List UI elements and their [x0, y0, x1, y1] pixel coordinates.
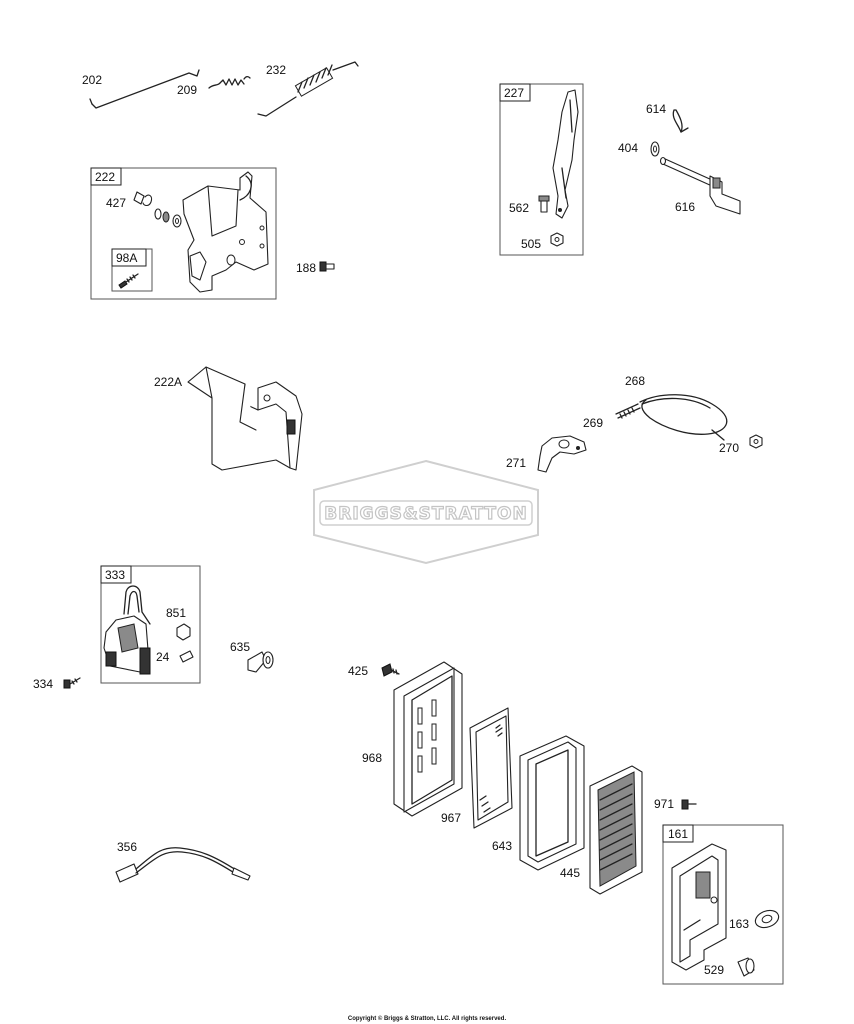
label-232: 232	[266, 63, 286, 77]
label-505: 505	[521, 237, 541, 251]
part-163-gasket[interactable]	[753, 907, 781, 930]
label-635: 635	[230, 640, 250, 654]
group-333-box	[100, 565, 201, 684]
part-968-cover[interactable]	[393, 661, 463, 817]
label-163: 163	[729, 917, 749, 931]
group-222-tag	[90, 167, 122, 186]
part-971-screw[interactable]	[681, 799, 697, 810]
label-161: 161	[668, 827, 688, 841]
group-161-box	[662, 824, 784, 985]
group-222-box	[90, 167, 277, 300]
label-188: 188	[296, 261, 316, 275]
label-202: 202	[82, 73, 102, 87]
brand-watermark: BRIGGS&STRATTON	[313, 459, 539, 565]
part-616-shaft[interactable]	[659, 156, 741, 215]
part-404-washer[interactable]	[650, 141, 660, 157]
label-24: 24	[156, 650, 170, 664]
part-614-cotter-pin[interactable]	[672, 109, 689, 133]
part-270-nut[interactable]	[749, 434, 763, 449]
label-334: 334	[33, 677, 53, 691]
label-616: 616	[675, 200, 695, 214]
part-643-frame[interactable]	[519, 735, 585, 871]
part-222-washers[interactable]	[154, 208, 182, 228]
part-334-screw[interactable]	[63, 677, 81, 689]
part-356-wire[interactable]	[115, 847, 251, 883]
label-222a: 222A	[154, 375, 182, 389]
part-202-link-rod[interactable]	[89, 69, 200, 109]
part-232-spring[interactable]	[257, 61, 359, 117]
label-971: 971	[654, 797, 674, 811]
part-222a-bracket[interactable]	[187, 366, 303, 471]
group-333-tag	[100, 565, 132, 584]
part-333-ignition-armature[interactable]	[103, 585, 151, 675]
label-270: 270	[719, 441, 739, 455]
label-271: 271	[506, 456, 526, 470]
label-427: 427	[106, 196, 126, 210]
part-161-base[interactable]	[671, 843, 727, 971]
group-161-tag	[662, 824, 694, 843]
part-425-screw[interactable]	[381, 663, 400, 677]
part-188-screw[interactable]	[319, 261, 335, 272]
copyright-notice: Copyright © Briggs & Stratton, LLC. All …	[348, 1015, 507, 1022]
label-968: 968	[362, 751, 382, 765]
part-268-cable[interactable]	[639, 394, 728, 441]
label-851: 851	[166, 606, 186, 620]
label-356: 356	[117, 840, 137, 854]
part-851-terminal[interactable]	[176, 623, 191, 641]
part-24-spring[interactable]	[179, 650, 194, 663]
label-98a: 98A	[116, 251, 137, 265]
part-445-filter[interactable]	[589, 765, 643, 895]
label-967: 967	[441, 811, 461, 825]
part-967-gasket[interactable]	[469, 707, 513, 829]
part-635-boot[interactable]	[247, 651, 274, 673]
label-562: 562	[509, 201, 529, 215]
label-643: 643	[492, 839, 512, 853]
group-227-tag	[499, 83, 531, 102]
part-505-nut[interactable]	[550, 232, 564, 247]
label-425: 425	[348, 664, 368, 678]
part-209-spring[interactable]	[208, 75, 251, 89]
group-227-box	[499, 83, 584, 256]
part-269-clip[interactable]	[615, 403, 641, 419]
label-333: 333	[105, 568, 125, 582]
part-98a-screw[interactable]	[118, 273, 139, 289]
group-98a-tag	[111, 248, 147, 267]
label-445: 445	[560, 866, 580, 880]
part-271-bracket[interactable]	[537, 435, 587, 473]
label-268: 268	[625, 374, 645, 388]
watermark-brand: BRIGGS&STRATTON	[324, 504, 527, 524]
label-209: 209	[177, 83, 197, 97]
part-227-lever[interactable]	[552, 89, 579, 219]
label-404: 404	[618, 141, 638, 155]
label-269: 269	[583, 416, 603, 430]
part-427-wing-nut[interactable]	[133, 191, 153, 207]
label-614: 614	[646, 102, 666, 116]
label-227: 227	[504, 86, 524, 100]
part-529-elbow[interactable]	[737, 957, 755, 977]
label-222: 222	[95, 170, 115, 184]
label-529: 529	[704, 963, 724, 977]
part-222-bracket[interactable]	[182, 171, 269, 293]
part-562-screw[interactable]	[538, 195, 550, 213]
